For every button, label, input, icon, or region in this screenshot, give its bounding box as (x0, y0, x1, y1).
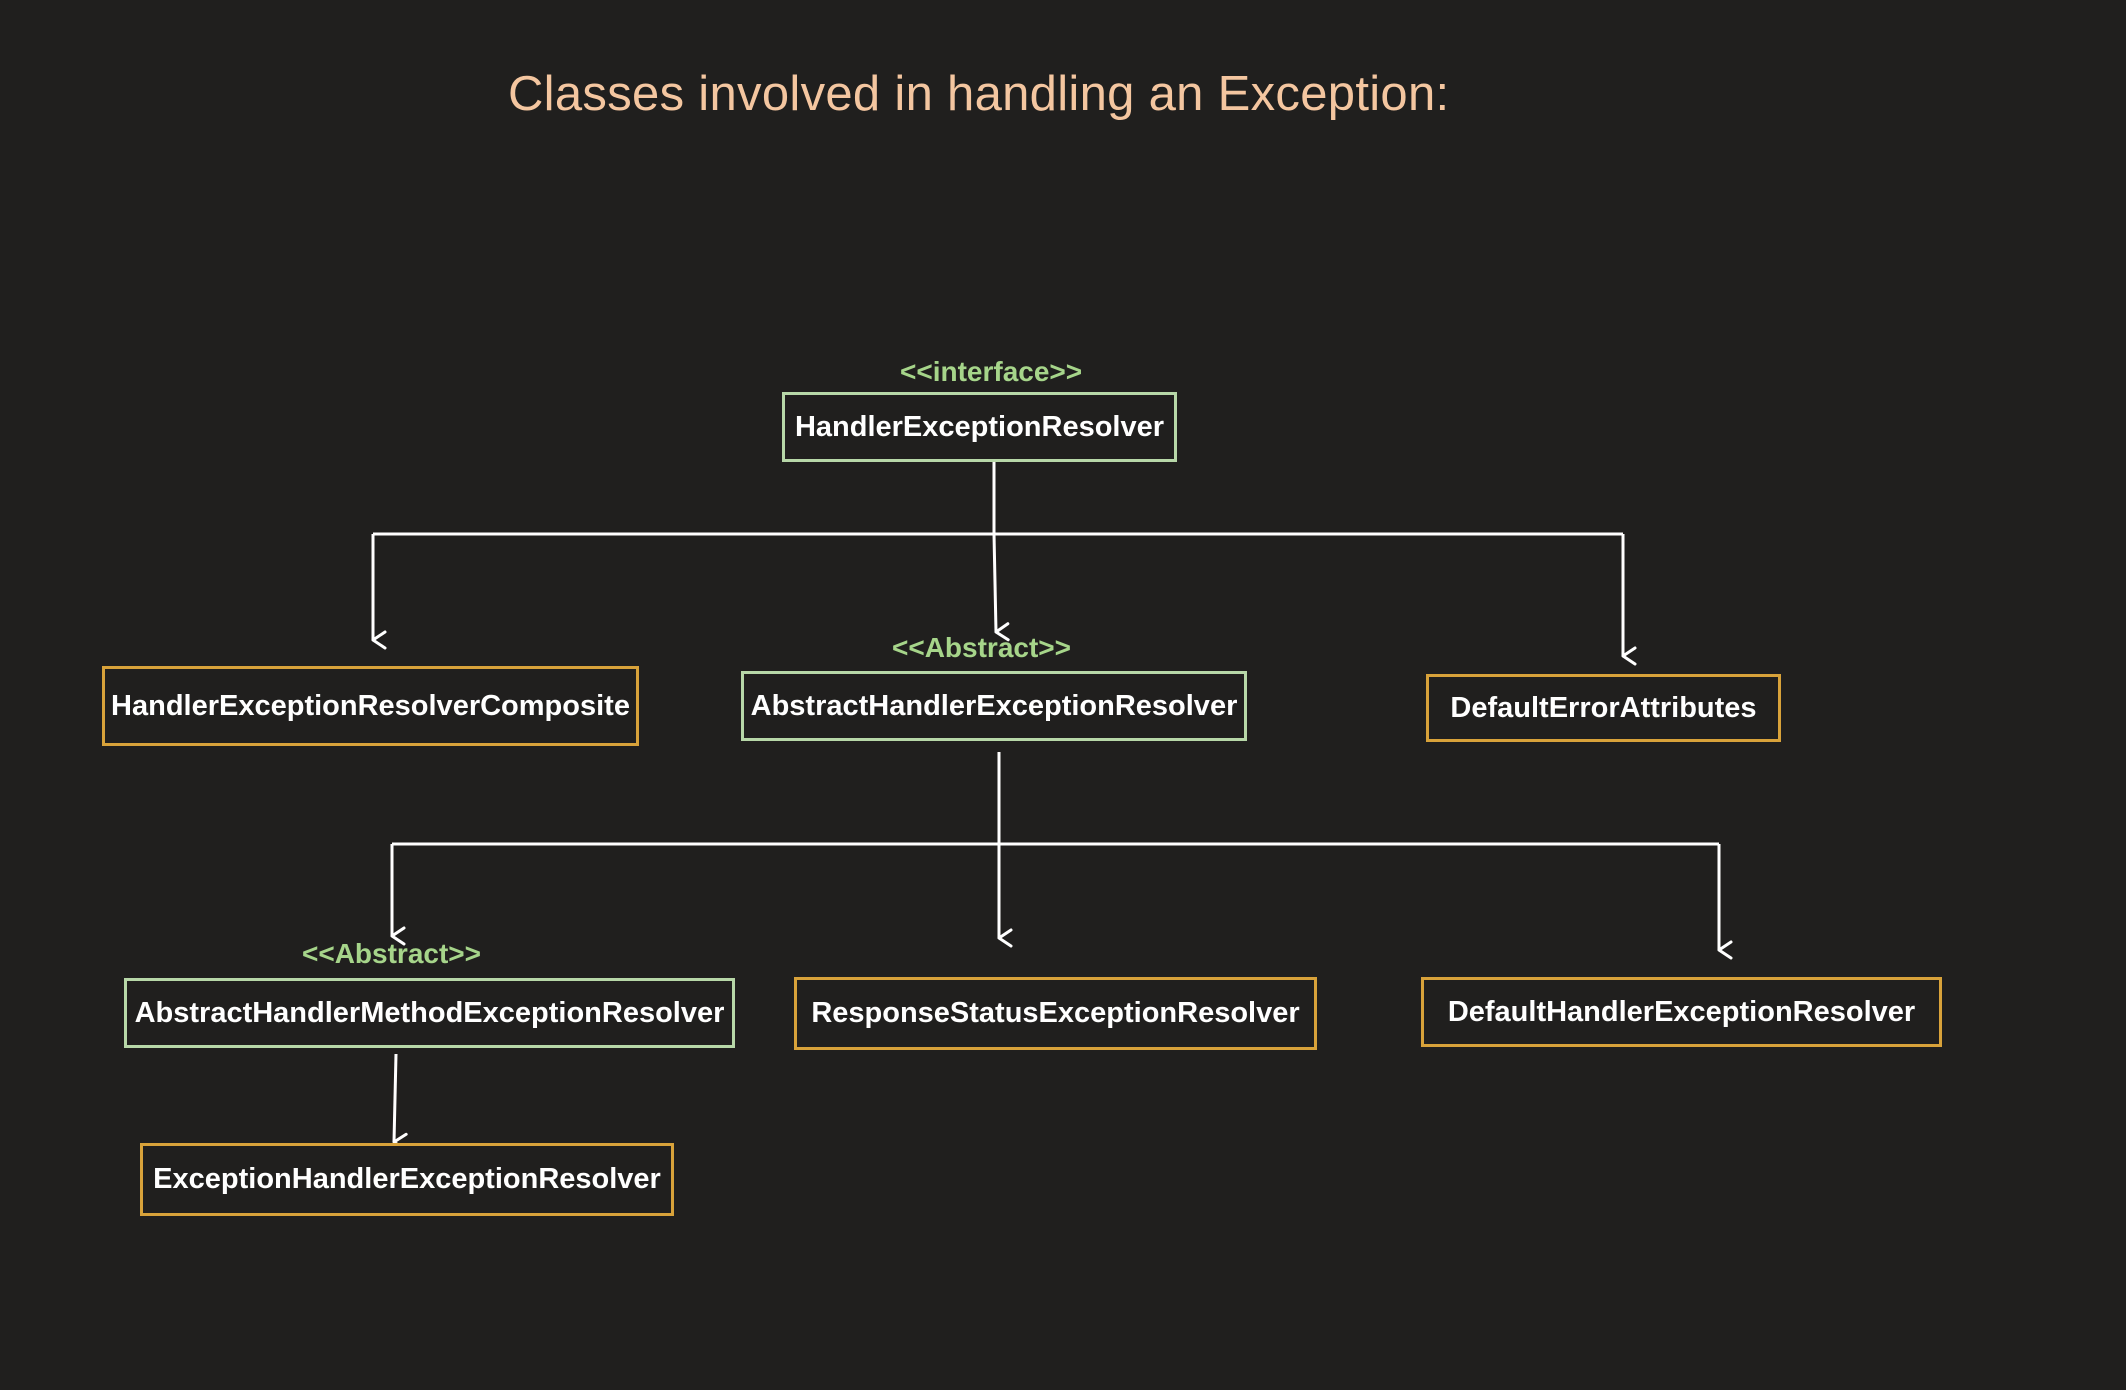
connector-to-exception-handler (392, 1053, 408, 1152)
page-title: Classes involved in handling an Exceptio… (508, 67, 1450, 121)
node-label: DefaultHandlerExceptionResolver (1447, 995, 1916, 1028)
node-label: DefaultErrorAttributes (1450, 691, 1757, 724)
node-abstract-handler-exception-resolver: AbstractHandlerExceptionResolver (741, 671, 1247, 741)
node-label: AbstractHandlerExceptionResolver (750, 689, 1238, 722)
node-abstract-handler-method-exception-resolver: AbstractHandlerMethodExceptionResolver (124, 978, 735, 1048)
node-handler-exception-resolver-composite: HandlerExceptionResolverComposite (102, 666, 639, 746)
node-label: ExceptionHandlerExceptionResolver (153, 1163, 661, 1195)
node-exception-handler-exception-resolver: ExceptionHandlerExceptionResolver (140, 1143, 674, 1216)
node-label: HandlerExceptionResolver (794, 410, 1165, 443)
node-label: HandlerExceptionResolverComposite (111, 689, 630, 722)
stereotype-interface: <<interface>> (900, 356, 1083, 387)
stereotype-abstract: <<Abstract>> (892, 632, 1071, 663)
connector-to-abstract-handler (992, 533, 1010, 642)
node-default-error-attributes: DefaultErrorAttributes (1426, 674, 1781, 742)
stereotype-abstract: <<Abstract>> (302, 938, 481, 969)
node-response-status-exception-resolver: ResponseStatusExceptionResolver (794, 977, 1317, 1050)
node-handler-exception-resolver: HandlerExceptionResolver (782, 392, 1177, 462)
node-default-handler-exception-resolver: DefaultHandlerExceptionResolver (1421, 977, 1942, 1047)
node-label: AbstractHandlerMethodExceptionResolver (134, 996, 725, 1029)
node-label: ResponseStatusExceptionResolver (811, 997, 1300, 1029)
